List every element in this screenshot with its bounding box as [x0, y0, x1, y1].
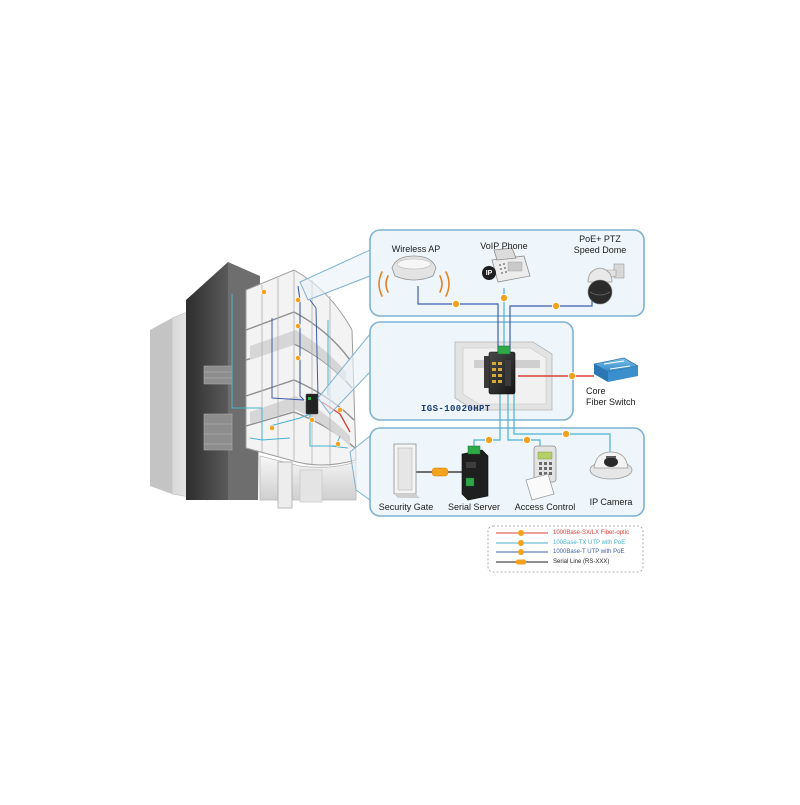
bottom-panel [369, 427, 645, 517]
core-fiber-switch-icon [593, 357, 639, 382]
legend-swatch-node [516, 559, 526, 565]
legend-label-serial: Serial Line (RS-XXX) [553, 559, 610, 565]
serial-connector [431, 467, 449, 477]
connection-nodes [451, 293, 577, 444]
voip-phone-icon [482, 247, 531, 283]
legend-swatch-node [518, 530, 524, 536]
access-card-icon [525, 473, 555, 501]
label-wireless-ap: Wireless AP [391, 244, 441, 254]
ptz-camera-icon [587, 263, 625, 305]
building-illustration [150, 262, 357, 509]
label-security-gate: Security Gate [378, 502, 434, 512]
industrial-switch-icon [484, 345, 516, 395]
ip-camera-icon [589, 451, 633, 480]
legend-label-fiber: 1000Base-SX/LX Fiber-optic [553, 530, 630, 536]
legend-swatches [496, 530, 548, 565]
ip-badge-icon [482, 266, 496, 280]
label-ptz-line1: PoE+ PTZ [579, 234, 621, 244]
legend-box [487, 525, 644, 573]
label-ip-badge: IP [485, 270, 493, 277]
security-gate-icon [393, 443, 420, 498]
label-voip-phone: VoIP Phone [480, 241, 528, 251]
label-ptz-line2: Speed Dome [573, 245, 627, 255]
legend-swatch-node [518, 549, 524, 555]
wireless-ap-icon [378, 255, 450, 297]
legend-label-utp1000: 1000Base-T UTP with PoE [553, 549, 625, 555]
label-core-line2: Fiber Switch [586, 397, 636, 407]
label-access-control: Access Control [514, 502, 576, 512]
label-serial-server: Serial Server [447, 502, 501, 512]
legend-label-utp100: 100Base-TX UTP with PoE [553, 540, 626, 546]
label-core-line1: Core [586, 386, 606, 396]
serial-server-icon [461, 445, 489, 501]
label-ip-camera: IP Camera [589, 497, 633, 507]
access-control-icon [525, 445, 557, 501]
switch-model-label: IGS-10020HPT [421, 404, 491, 414]
legend-swatch-node [518, 540, 524, 546]
